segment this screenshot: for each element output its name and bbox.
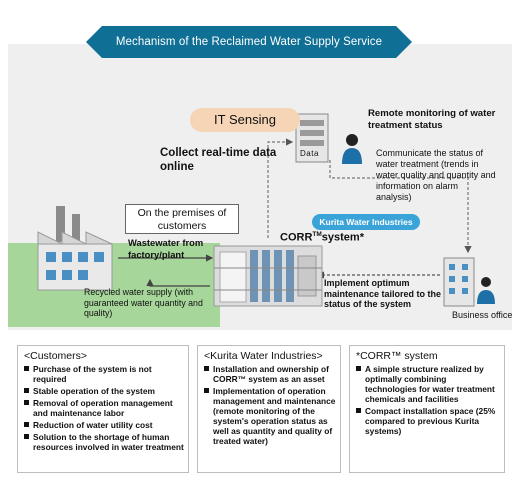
list-item: A simple structure realized by optimally… bbox=[356, 364, 500, 404]
operator-person-icon bbox=[342, 134, 362, 164]
data-server-icon bbox=[295, 113, 329, 163]
business-office-label: Business office bbox=[452, 310, 513, 320]
wastewater-label: Wastewater from factory/plant bbox=[128, 237, 204, 260]
kurita-box: <Kurita Water Industries> Installation a… bbox=[197, 345, 341, 473]
title-banner: Mechanism of the Reclaimed Water Supply … bbox=[115, 36, 383, 48]
recycled-water-arrow bbox=[146, 278, 210, 287]
list-item: Removal of operation management and main… bbox=[24, 398, 184, 418]
business-office-icon bbox=[443, 257, 475, 307]
recycled-water-label: Recycled water supply (with guaranteed w… bbox=[84, 287, 203, 318]
factory-icon bbox=[37, 206, 113, 291]
corr-system-label: CORRTMsystem* bbox=[280, 231, 364, 244]
kurita-box-title: <Kurita Water Industries> bbox=[204, 350, 323, 362]
corr-system-equipment-icon bbox=[213, 245, 323, 307]
corr-list: A simple structure realized by optimally… bbox=[350, 364, 504, 436]
data-flow-line bbox=[267, 138, 472, 254]
remote-monitoring-label: Remote monitoring of water treatment sta… bbox=[368, 108, 496, 131]
collect-data-label: Collect real-time data online bbox=[160, 147, 277, 173]
customers-box-title: <Customers> bbox=[24, 350, 88, 362]
list-item: Stable operation of the system bbox=[24, 386, 184, 396]
list-item: Compact installation space (25% compared… bbox=[356, 406, 500, 436]
list-item: Installation and ownership of CORR™ syst… bbox=[204, 364, 336, 384]
data-label: Data bbox=[300, 149, 319, 158]
it-sensing-label: IT Sensing bbox=[190, 108, 300, 132]
kurita-list: Installation and ownership of CORR™ syst… bbox=[198, 364, 340, 446]
implement-maintenance-label: Implement optimum maintenance tailored t… bbox=[324, 278, 442, 309]
title-banner-shape bbox=[86, 26, 412, 58]
list-item: Implementation of operation management a… bbox=[204, 386, 336, 446]
kurita-tag: Kurita Water Industries bbox=[312, 214, 420, 230]
customers-box: <Customers> Purchase of the system is no… bbox=[17, 345, 189, 473]
list-item: Reduction of water utility cost bbox=[24, 420, 184, 430]
premises-label: On the premises of customers bbox=[125, 204, 239, 234]
communicate-status-label: Communicate the status of water treatmen… bbox=[376, 148, 496, 202]
customers-list: Purchase of the system is not required S… bbox=[18, 364, 188, 452]
diagram-illustration bbox=[37, 113, 495, 307]
corr-box-title: *CORR™ system bbox=[356, 350, 438, 362]
office-person-icon bbox=[477, 277, 495, 304]
list-item: Solution to the shortage of human resour… bbox=[24, 432, 184, 452]
list-item: Purchase of the system is not required bbox=[24, 364, 184, 384]
corr-box: *CORR™ system A simple structure realize… bbox=[349, 345, 505, 473]
